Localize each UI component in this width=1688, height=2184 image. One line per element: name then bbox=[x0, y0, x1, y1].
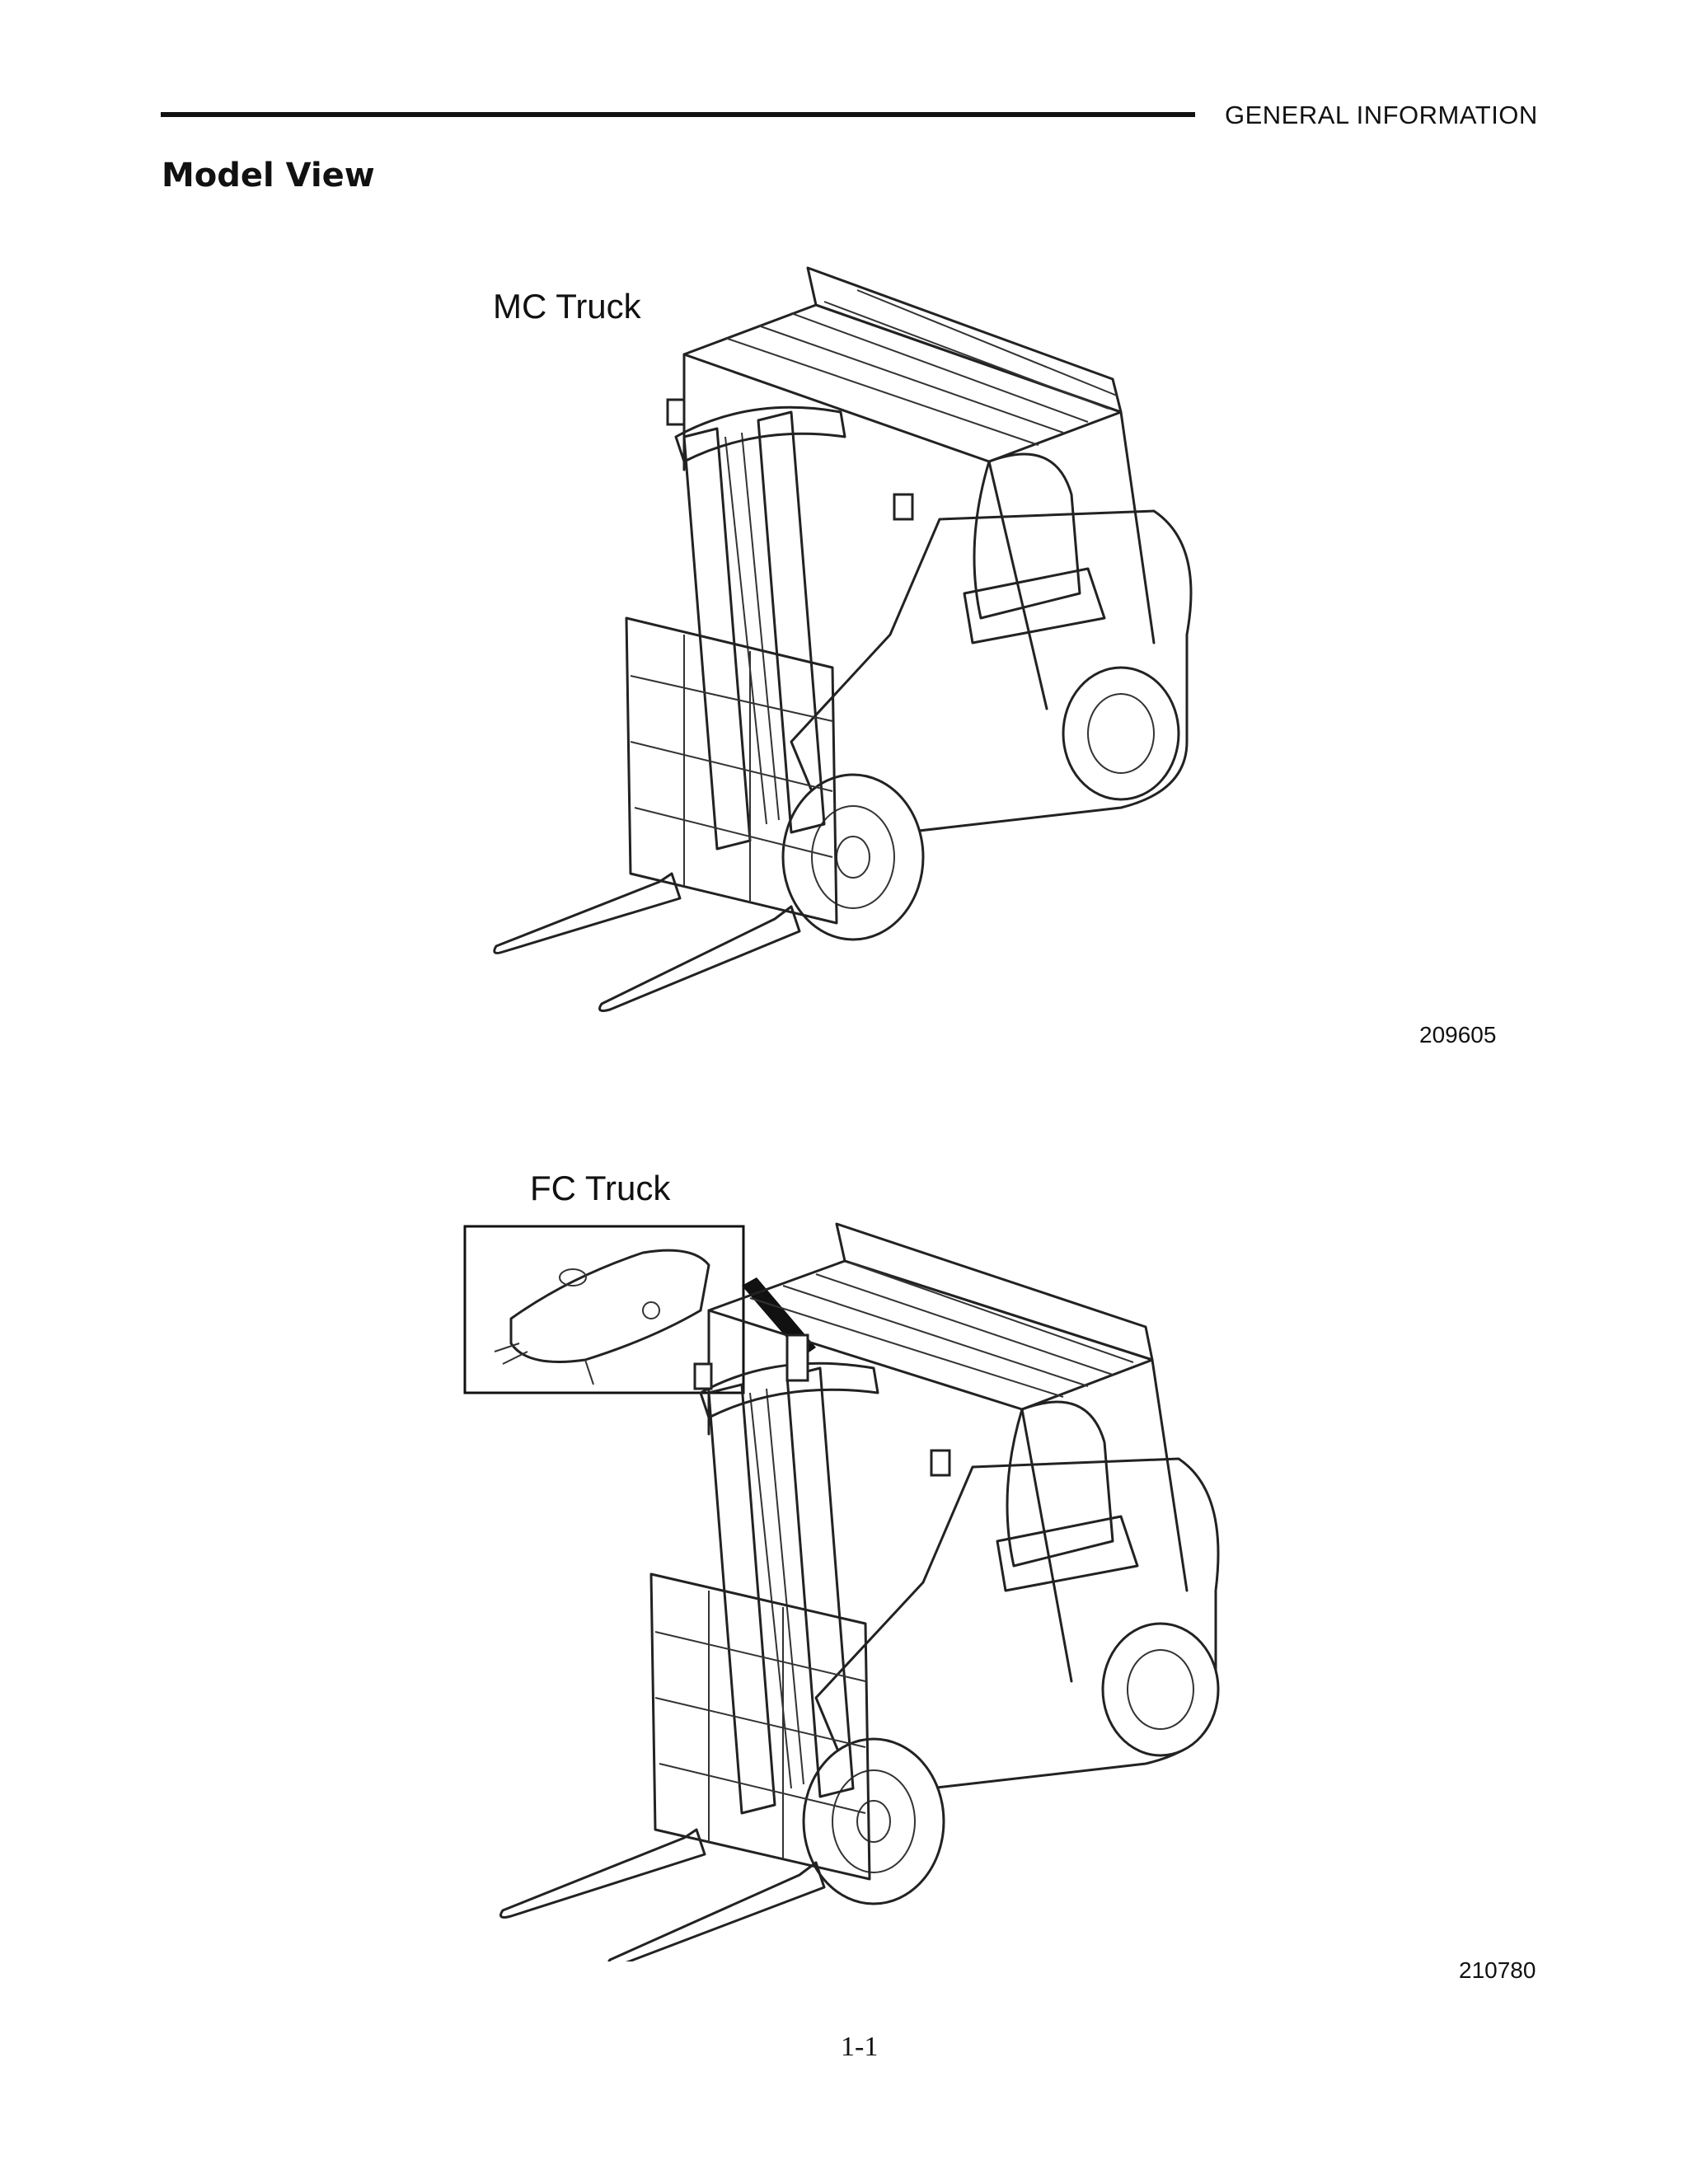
figure-number-fc-truck: 210780 bbox=[1459, 1957, 1536, 1983]
header-rule bbox=[161, 112, 1195, 117]
figure-number-mc-truck: 209605 bbox=[1419, 1022, 1497, 1047]
figure-label-fc-truck: FC Truck bbox=[530, 1169, 671, 1207]
mc-truck-forklift-illustration bbox=[493, 266, 1193, 1012]
section-header: GENERAL INFORMATION bbox=[1225, 101, 1538, 129]
fc-truck-forklift-illustration bbox=[463, 1222, 1220, 1961]
page-number: 1-1 bbox=[841, 2032, 879, 2062]
page-title: Model View bbox=[162, 157, 375, 194]
figure-label-mc-truck: MC Truck bbox=[493, 287, 641, 326]
